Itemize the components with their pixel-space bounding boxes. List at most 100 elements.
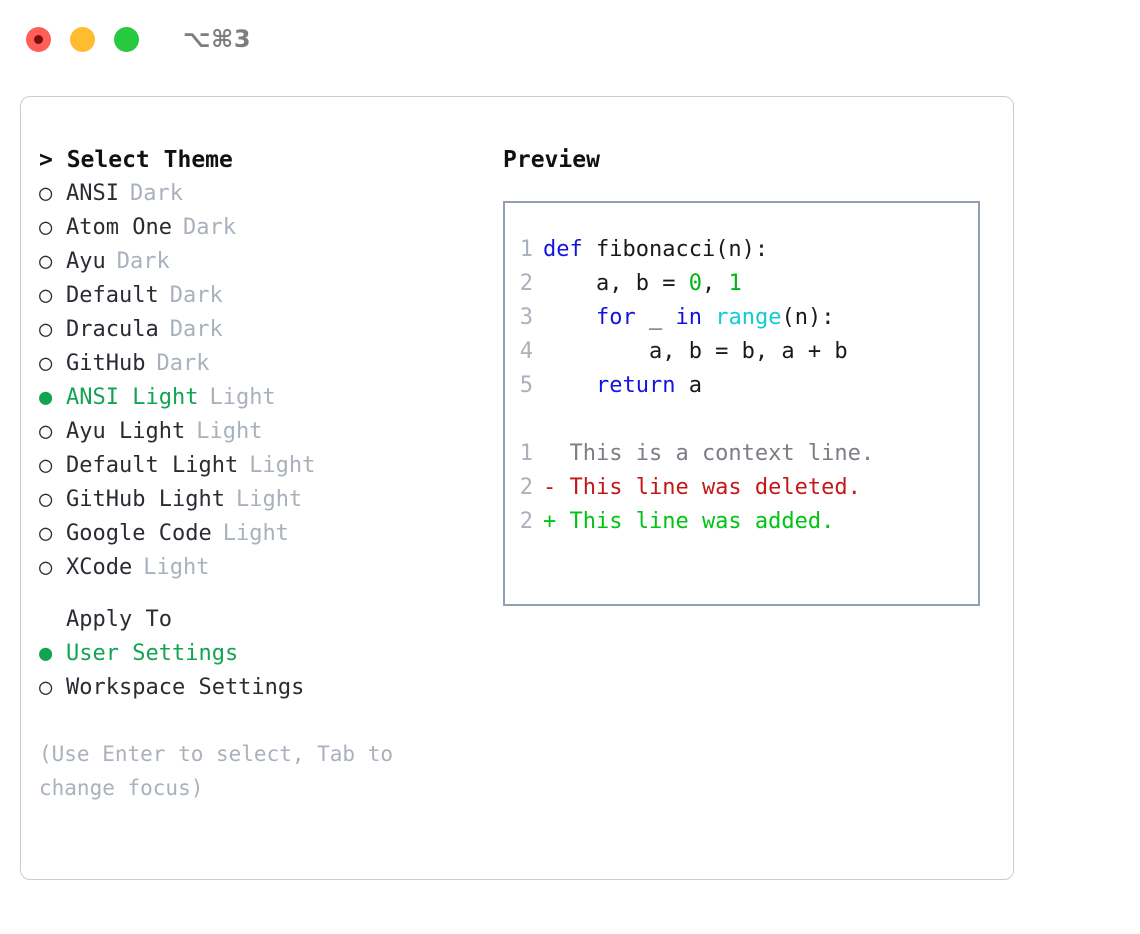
code-token-txt: fibonacci(n): [595,237,769,262]
theme-option-google-code[interactable]: ○ Google Code Light [39,517,491,551]
code-token-kw: in [675,305,702,330]
theme-option-label: Default [66,283,159,308]
code-line: 2 a, b = 0, 1 [505,267,978,301]
theme-option-label: Ayu [66,249,106,274]
code-token-txt: (n): [781,305,835,330]
theme-option-label: ANSI [66,181,119,206]
code-line-text: def fibonacci(n): [543,233,768,267]
code-token-txt: a, b = [543,271,689,296]
diff-line-text: + This line was added. [543,509,835,534]
code-token-txt: a, b = b, a + b [543,339,848,364]
theme-option-default[interactable]: ○ Default Dark [39,279,491,313]
code-token-kw: def [543,237,596,262]
code-token-txt [702,305,715,330]
apply-to-option-workspace-settings[interactable]: ○ Workspace Settings [39,671,491,705]
theme-option-label: GitHub Light [66,487,225,512]
select-theme-header: > Select Theme [39,147,233,173]
diff-line-add: 2 + This line was added. [505,505,978,539]
radio-unselected-icon: ○ [39,419,53,444]
code-token-txt: , [701,271,729,296]
theme-variant-tag: Light [209,385,276,410]
code-token-txt [543,373,596,398]
preview-title: Preview [503,147,600,173]
code-token-num: 1 [728,271,742,296]
theme-variant-tag: Light [143,555,210,580]
code-token-fn: range [715,305,782,330]
line-number: 2 [519,475,533,500]
theme-option-xcode[interactable]: ○ XCode Light [39,551,491,585]
theme-option-ayu-light[interactable]: ○ Ayu Light Light [39,415,491,449]
radio-unselected-icon: ○ [39,181,53,206]
apply-to-option-user-settings[interactable]: ● User Settings [39,637,491,671]
window-controls [26,26,139,52]
window-titlebar: ⌥⌘3 [0,0,1140,78]
theme-variant-tag: Light [222,521,289,546]
theme-option-ansi-light[interactable]: ● ANSI Light Light [39,381,491,415]
line-number: 5 [519,373,533,398]
theme-variant-tag: Light [235,487,303,512]
code-token-txt [543,305,596,330]
diff-line-text: This is a context line. [543,441,875,466]
theme-option-label: Dracula [66,317,159,342]
list-gap [39,585,491,603]
theme-option-label: Google Code [66,521,212,546]
apply-to-option-list: ● User Settings ○ Workspace Settings [39,637,491,705]
code-line-text: a, b = 0, 1 [543,267,742,301]
radio-unselected-icon: ○ [39,283,53,308]
theme-variant-tag: Dark [182,215,236,240]
theme-variant-tag: Dark [169,317,223,342]
theme-option-github-light[interactable]: ○ GitHub Light Light [39,483,491,517]
code-line: 4 a, b = b, a + b [505,335,978,369]
diff-line-del: 2- This line was deleted. [505,471,978,505]
recording-indicator-icon [34,34,43,44]
close-button[interactable] [26,26,51,52]
theme-option-label: Default Light [66,453,239,478]
radio-unselected-icon: ○ [39,487,53,512]
code-line-text: for _ in range(n): [543,301,834,335]
code-token-kw: return [595,373,676,398]
maximize-button[interactable] [114,26,139,52]
theme-option-label: XCode [66,555,133,580]
radio-selected-icon: ● [39,385,53,410]
radio-unselected-icon: ○ [39,249,53,274]
apply-to-option-label: User Settings [66,641,239,666]
radio-selected-icon: ● [39,641,53,666]
code-line: 1 def fibonacci(n): [505,233,978,267]
radio-unselected-icon: ○ [39,555,53,580]
code-line: 3 for _ in range(n): [505,301,978,335]
theme-variant-tag: Light [196,419,263,444]
line-number: 2 [519,509,533,534]
radio-unselected-icon: ○ [39,521,53,546]
theme-option-ansi[interactable]: ○ ANSI Dark [39,177,491,211]
theme-variant-tag: Light [249,453,316,478]
apply-to-option-label: Workspace Settings [66,675,305,700]
code-line: 5 return a [505,369,978,403]
radio-unselected-icon: ○ [39,675,53,700]
code-token-txt: _ [635,305,676,330]
line-number: 1 [519,237,533,262]
theme-option-label: Atom One [66,215,172,240]
theme-option-atom-one[interactable]: ○ Atom One Dark [39,211,491,245]
theme-option-label: GitHub [66,351,146,376]
code-diff-spacer [505,403,978,437]
line-number: 4 [519,339,533,364]
theme-variant-tag: Dark [156,351,210,376]
minimize-button[interactable] [70,26,95,52]
theme-variant-tag: Dark [169,283,223,308]
line-number: 3 [519,305,533,330]
theme-option-label: ANSI Light [66,385,199,410]
theme-variant-tag: Dark [129,181,183,206]
radio-unselected-icon: ○ [39,215,53,240]
theme-option-label: Ayu Light [66,419,186,444]
line-number: 1 [519,441,533,466]
